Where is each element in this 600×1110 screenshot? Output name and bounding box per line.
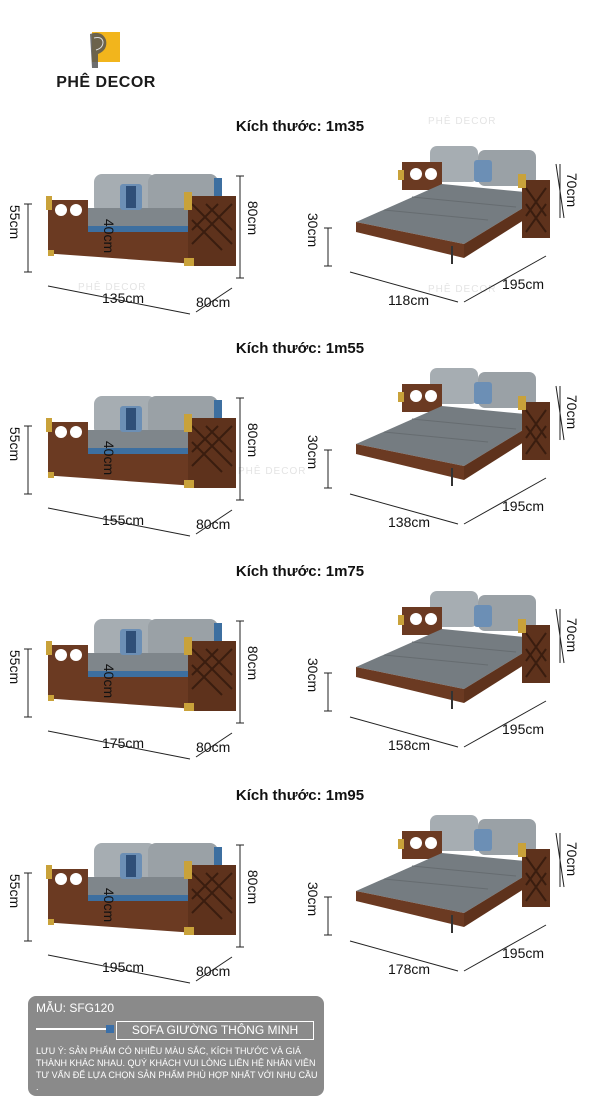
- bed-length-label: 195cm: [502, 721, 545, 737]
- bed-side-height-label: 30cm: [305, 657, 322, 693]
- bed-width-label: 178cm: [388, 961, 431, 977]
- sofa-depth-label: 80cm: [196, 739, 231, 755]
- sofa-depth-label: 80cm: [196, 294, 231, 310]
- bed-back-height-label: 70cm: [564, 172, 581, 208]
- watermark: PHÊ DECOR: [428, 116, 497, 127]
- sofa-arm-height-label: 40cm: [101, 440, 118, 476]
- bed-length-label: 195cm: [502, 945, 545, 961]
- sofa-bed-image: [356, 591, 550, 709]
- dimension-lines: [24, 163, 565, 315]
- brand-name: PHÊ DECOR: [56, 74, 156, 91]
- watermark: PHÊ DECOR: [238, 466, 307, 477]
- bed-length-label: 195cm: [502, 498, 545, 514]
- section-title: Kích thước: 1m35: [235, 118, 365, 135]
- bed-side-height-label: 30cm: [305, 434, 322, 470]
- sofa-seat-height-label: 55cm: [7, 426, 24, 462]
- bed-side-height-label: 30cm: [305, 212, 322, 248]
- sofa-image: [46, 843, 236, 935]
- model-code: MẪU: SFG120: [36, 1001, 115, 1015]
- sofa-width-label: 195cm: [102, 959, 145, 975]
- sofa-arm-height-label: 40cm: [101, 663, 118, 699]
- bed-back-height-label: 70cm: [564, 841, 581, 877]
- bed-side-height-label: 30cm: [305, 881, 322, 917]
- sofa-height-label: 80cm: [245, 422, 262, 458]
- sofa-bed-image: [356, 146, 550, 264]
- sofa-width-label: 155cm: [102, 512, 145, 528]
- sofa-seat-height-label: 55cm: [7, 204, 24, 240]
- bed-width-label: 118cm: [388, 292, 429, 308]
- sofa-image: [46, 619, 236, 711]
- sofa-width-label: 175cm: [102, 735, 145, 751]
- sofa-arm-height-label: 40cm: [101, 887, 118, 923]
- product-name: SOFA GIƯỜNG THÔNG MINH: [116, 1021, 314, 1040]
- sofa-height-label: 80cm: [245, 200, 262, 236]
- sofa-bed-image: [356, 368, 550, 486]
- bed-back-height-label: 70cm: [564, 394, 581, 430]
- bed-length-label: 195cm: [502, 276, 545, 292]
- sofa-line-icon: [36, 1025, 114, 1033]
- sofa-height-label: 80cm: [245, 869, 262, 905]
- brand-logo-icon: [90, 32, 120, 68]
- sofa-depth-label: 80cm: [196, 963, 231, 979]
- dimension-lines: [24, 385, 565, 537]
- watermark: PHÊ DECOR: [78, 282, 147, 293]
- dimension-lines: [24, 832, 565, 984]
- note-text: LƯU Ý: SẢN PHẨM CÓ NHIỀU MÀU SẮC, KÍCH T…: [36, 1046, 318, 1092]
- watermark: PHÊ DECOR: [428, 284, 497, 295]
- dimension-lines: [24, 608, 565, 760]
- sofa-arm-height-label: 40cm: [101, 218, 118, 254]
- sofa-image: [46, 396, 236, 488]
- section-title: Kích thước: 1m95: [235, 787, 365, 804]
- info-panel: [28, 996, 324, 1096]
- sofa-width-label: 135cm: [102, 290, 145, 306]
- sofa-bed-image: [356, 815, 550, 933]
- sofa-seat-height-label: 55cm: [7, 873, 24, 909]
- section-title: Kích thước: 1m55: [235, 340, 365, 357]
- bed-width-label: 158cm: [388, 737, 431, 753]
- sofa-image: [46, 174, 236, 266]
- sofa-seat-height-label: 55cm: [7, 649, 24, 685]
- section-title: Kích thước: 1m75: [235, 563, 365, 580]
- bed-width-label: 138cm: [388, 514, 431, 530]
- sofa-depth-label: 80cm: [196, 516, 231, 532]
- bed-back-height-label: 70cm: [564, 617, 581, 653]
- sofa-height-label: 80cm: [245, 645, 262, 681]
